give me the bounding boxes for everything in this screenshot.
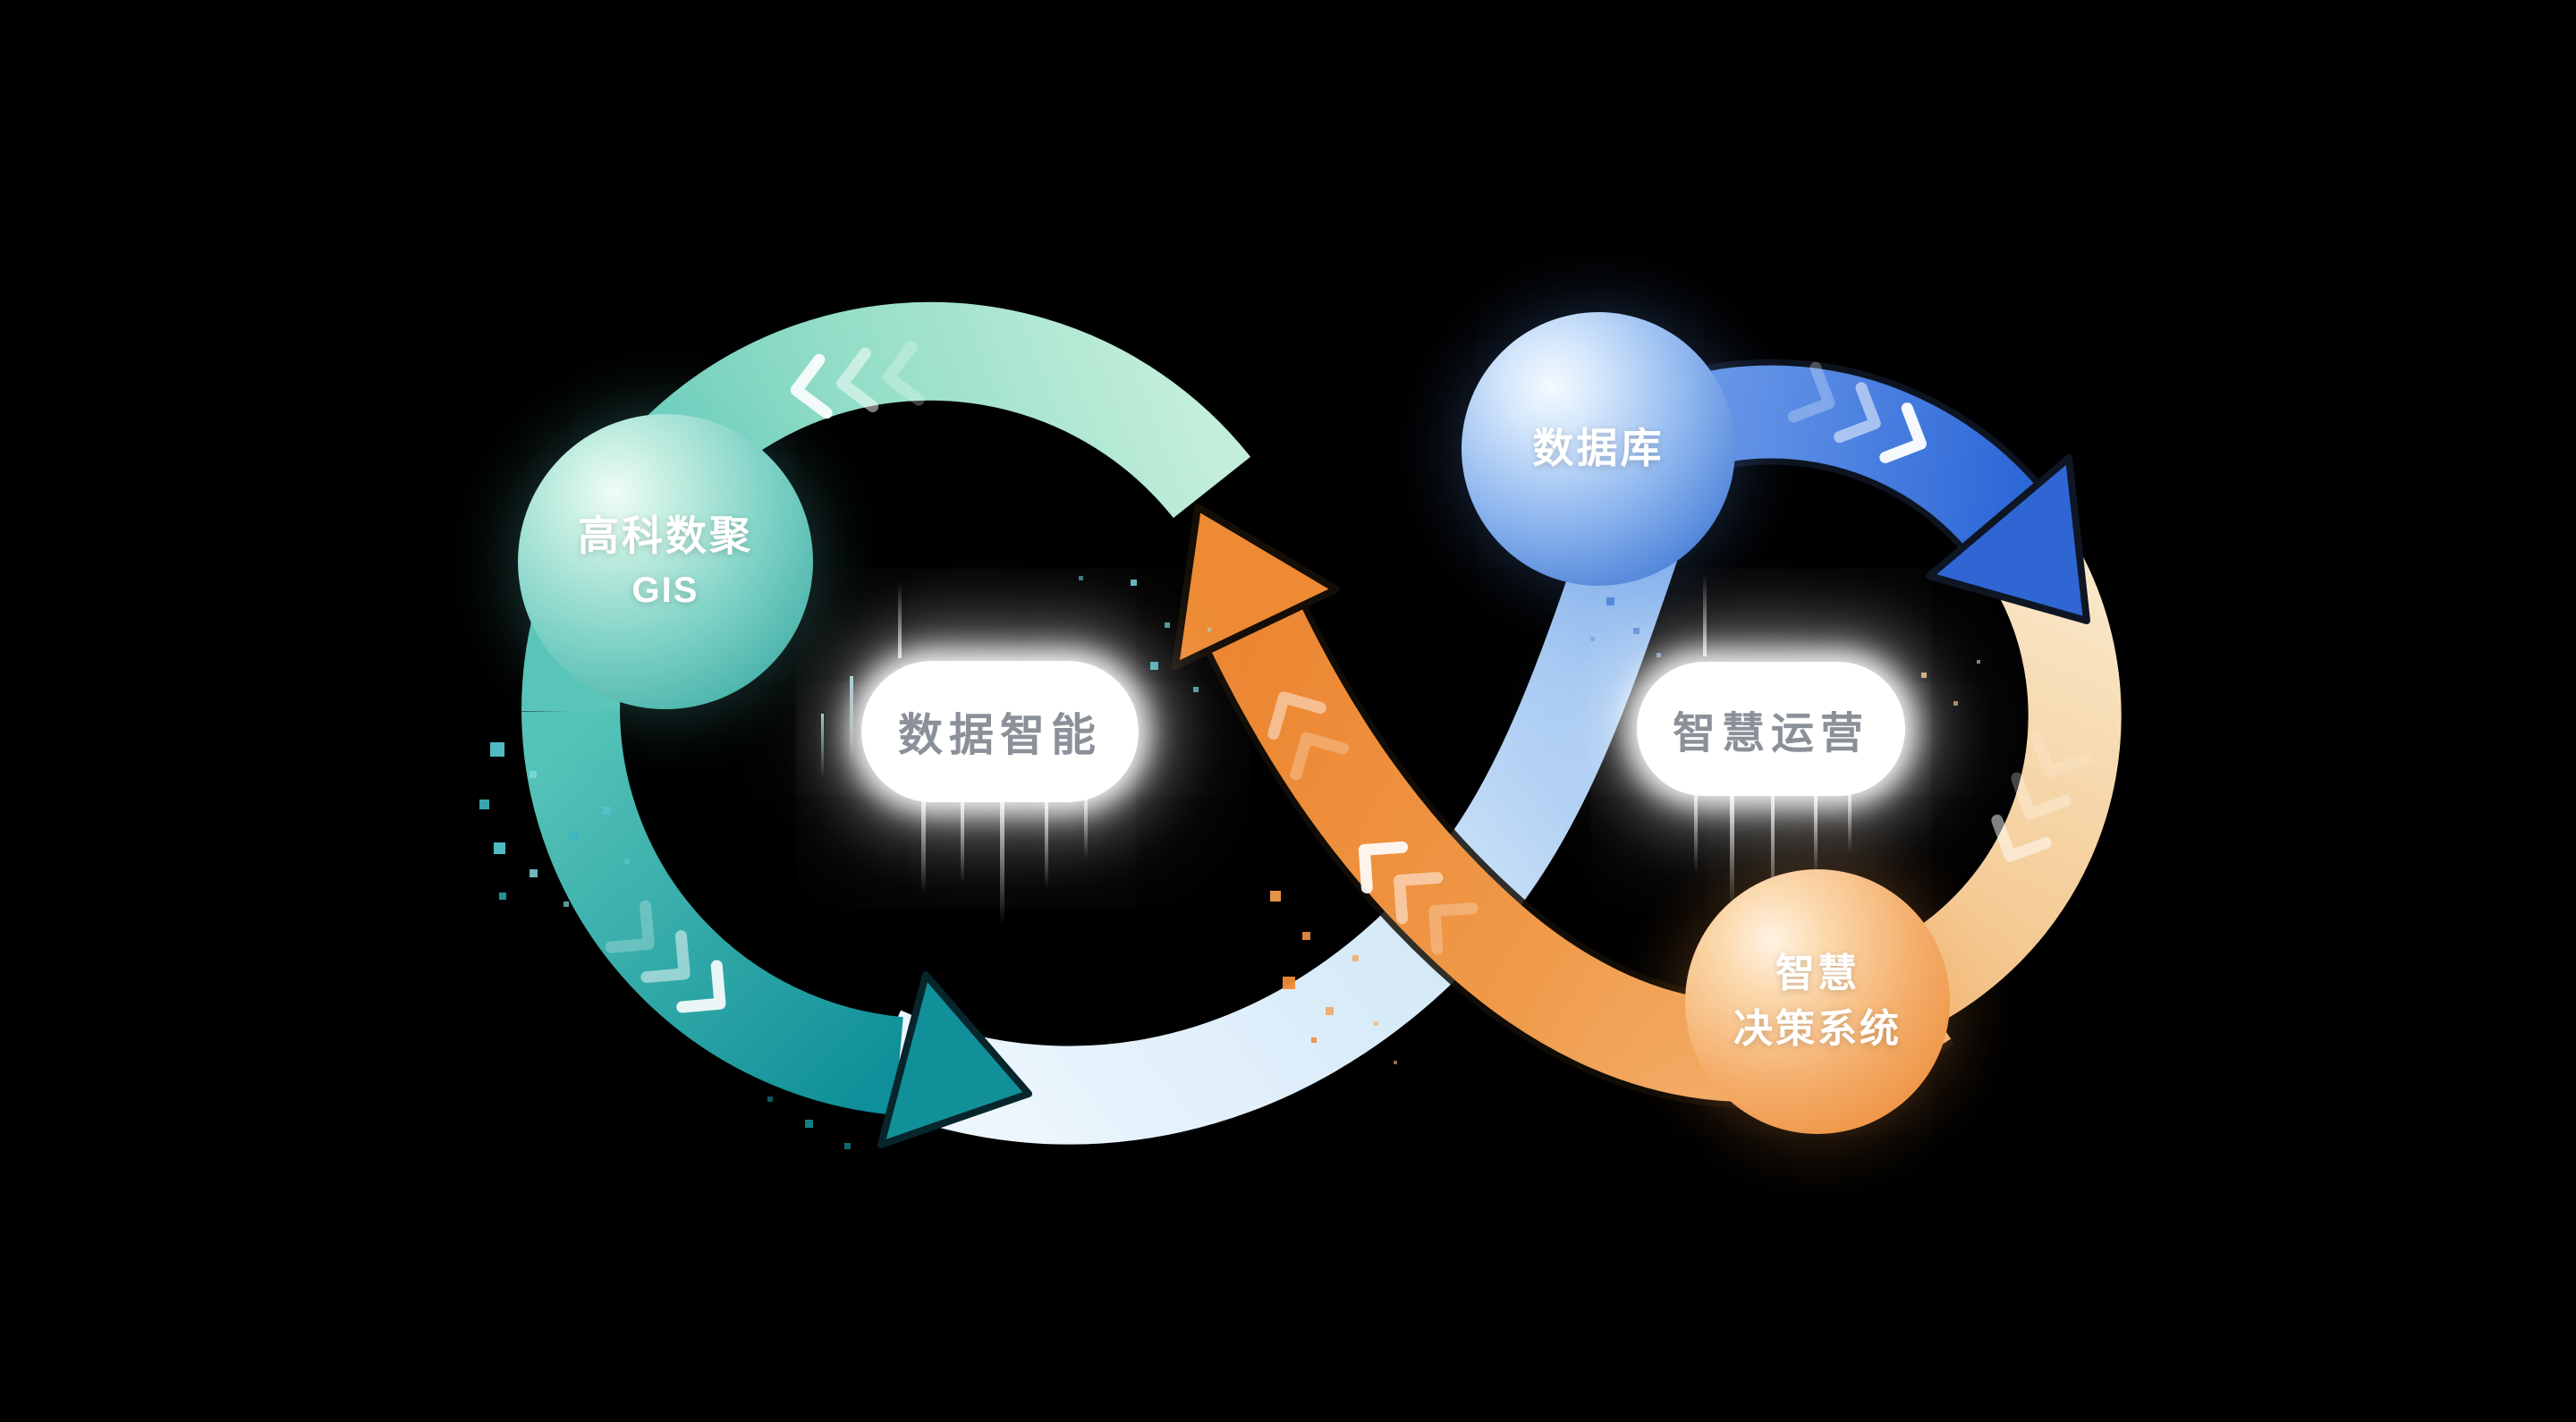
node-gis-sphere: 高科数聚 GIS — [518, 414, 813, 709]
teal-arrowhead-icon — [877, 971, 1032, 1148]
node-database-label: 数据库 — [1532, 425, 1665, 472]
particles-orange-cluster — [1270, 891, 1397, 1064]
node-database-sphere: 数据库 — [1462, 312, 1735, 586]
particles-teal-cluster — [479, 742, 851, 1149]
node-gis-label-line2: GIS — [631, 571, 699, 611]
pill-right-text: 智慧运营 — [1672, 710, 1869, 758]
node-decision-label-line1: 智慧 — [1775, 951, 1860, 995]
particles-amber-specks — [1921, 660, 1980, 706]
node-decision-label-line2: 决策系统 — [1733, 1007, 1902, 1051]
light-streaks-left-pill — [821, 583, 1088, 925]
pill-left-text: 数据智能 — [898, 710, 1102, 760]
orange-arrowhead-icon — [1172, 504, 1340, 670]
label-pill-smart-operation: 智慧运营 — [1637, 662, 1905, 796]
node-decision-sphere: 智慧 决策系统 — [1685, 869, 1950, 1134]
node-gis-label-line1: 高科数聚 — [578, 512, 753, 559]
label-pill-data-intelligence: 数据智能 — [861, 661, 1139, 802]
light-streaks-right-pill — [1694, 574, 1852, 923]
blue-arrowhead-icon — [1926, 454, 2090, 624]
